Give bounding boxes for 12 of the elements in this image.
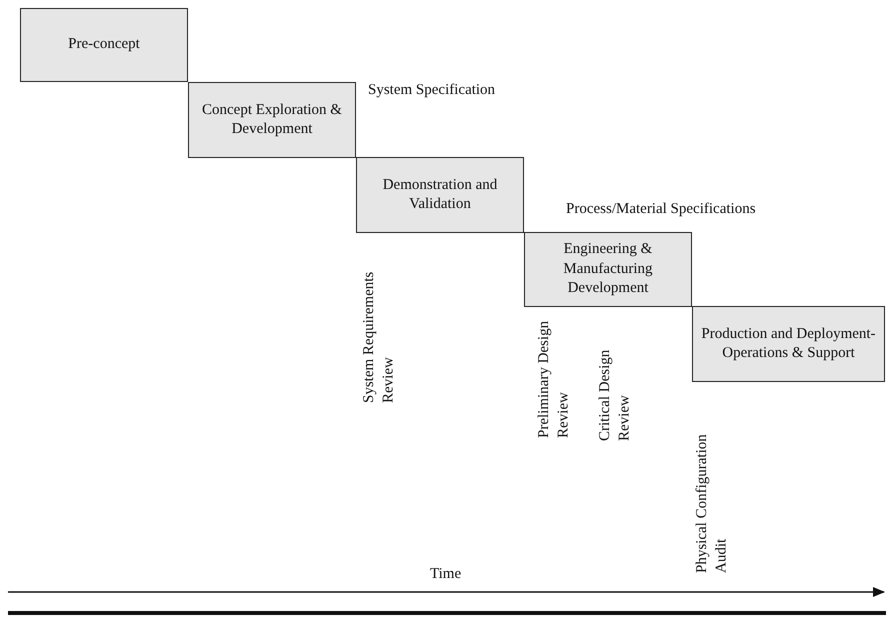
axis-label: Time <box>430 566 462 583</box>
review-label: Physical Configuration Audit <box>693 433 730 573</box>
phase-box: Engineering & Manufacturing Development <box>524 232 692 307</box>
phase-box: Production and Deployment-Operations & Support <box>692 306 885 382</box>
phase-box: Demonstration and Validation <box>356 157 524 233</box>
phase-box: Concept Exploration & Development <box>188 82 356 158</box>
phase-box: Pre-concept <box>20 8 188 82</box>
review-label: Critical Design Review <box>596 348 634 441</box>
review-label: System Requirements Review <box>360 270 398 403</box>
milestone-label: System Specification <box>368 82 496 99</box>
review-label: Preliminary Design Review <box>535 320 572 438</box>
milestone-label: Process/Material Specifications <box>566 201 756 218</box>
